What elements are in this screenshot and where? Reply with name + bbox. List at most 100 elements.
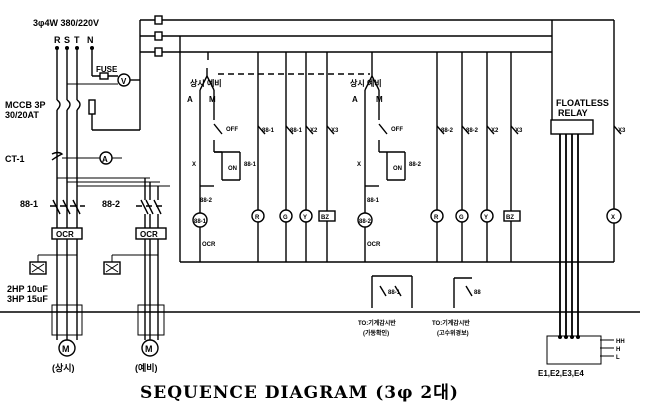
motor-2-cable bbox=[137, 255, 165, 340]
ct-label: CT-1 bbox=[5, 154, 25, 164]
remote-1-label-1: TO:기계감시반 bbox=[358, 319, 396, 327]
lamp-g-1: G bbox=[283, 215, 288, 221]
lamp-r-2-icon bbox=[430, 209, 444, 223]
ammeter-symbol: A bbox=[102, 155, 108, 164]
contact-d: X3 bbox=[331, 128, 339, 134]
ocr-contact-1: OCR bbox=[202, 242, 216, 248]
branch-bus bbox=[57, 177, 170, 200]
relay-x: X bbox=[611, 215, 615, 221]
ocr-2-label: OCR bbox=[140, 230, 158, 239]
lamp-y-1-icon bbox=[299, 209, 313, 223]
lamp-r-1-icon bbox=[251, 209, 265, 223]
contact-h: X3 bbox=[515, 128, 523, 134]
lamp-g-1-icon bbox=[279, 209, 293, 223]
remote-2-label-1: TO:기계감시반 bbox=[432, 319, 470, 327]
lamp-y-1: Y bbox=[303, 215, 307, 221]
on-contact-1: 88-1 bbox=[244, 162, 257, 168]
main-bus bbox=[55, 46, 94, 100]
fuse-label: FUSE bbox=[96, 65, 118, 74]
power-label: 3φ4W 380/220V bbox=[33, 18, 99, 28]
contact-c: X2 bbox=[310, 128, 318, 134]
relay-label-2: RELAY bbox=[558, 108, 588, 118]
remote-2-contact: 88 bbox=[474, 290, 481, 296]
aux-contacts-1 bbox=[257, 52, 335, 262]
selector-2-a: A bbox=[352, 95, 358, 104]
contact-f: 88-2 bbox=[466, 128, 479, 134]
fuse-symbol bbox=[67, 72, 118, 85]
lamp-r-1: R bbox=[255, 215, 260, 221]
selector-1-m: M bbox=[209, 95, 216, 104]
electrode-cables bbox=[559, 134, 579, 336]
capacitor-label-2: 3HP 15uF bbox=[7, 294, 48, 304]
coil-2-interlock: 88-1 bbox=[367, 198, 380, 204]
contactor-2-label: 88-2 bbox=[102, 199, 120, 209]
level-hh: HH bbox=[616, 339, 625, 345]
x-contact-1: X bbox=[192, 162, 196, 168]
contact-b: 88-1 bbox=[290, 128, 303, 134]
contact-e: 88-2 bbox=[441, 128, 454, 134]
level-h: H bbox=[616, 347, 620, 353]
phase-t: T bbox=[74, 35, 80, 45]
selector-2-label: 상시 예비 bbox=[350, 78, 382, 88]
ocr-1-label: OCR bbox=[56, 230, 74, 239]
mccb-label-1: MCCB 3P bbox=[5, 100, 46, 110]
motor-2-symbol: M bbox=[145, 344, 153, 354]
phase-s: S bbox=[64, 35, 70, 45]
on-label-2: ON bbox=[393, 166, 402, 172]
off-label-2: OFF bbox=[391, 127, 403, 133]
motor-2-icon bbox=[141, 339, 159, 357]
diagram-title: SEQUENCE DIAGRAM (3φ 2대) bbox=[140, 383, 459, 403]
lamp-r-2: R bbox=[434, 215, 439, 221]
phase-n: N bbox=[87, 35, 94, 45]
ocr-box-1 bbox=[51, 227, 83, 240]
buzzer-1-icon bbox=[318, 210, 336, 222]
off-label-1: OFF bbox=[226, 127, 238, 133]
contact-a: 88-1 bbox=[262, 128, 275, 134]
phase-r: R bbox=[54, 35, 61, 45]
control-branch-1 bbox=[199, 90, 241, 262]
coil-1-icon bbox=[192, 212, 208, 228]
contact-i: X3 bbox=[618, 128, 626, 134]
contactor-1 bbox=[50, 199, 85, 215]
buzzer-2-icon bbox=[503, 210, 521, 222]
lamp-g-2: G bbox=[459, 215, 464, 221]
relay-label-1: FLOATLESS bbox=[556, 98, 609, 108]
ocr-box-2 bbox=[135, 227, 167, 240]
motor-1-symbol: M bbox=[62, 344, 70, 354]
selector-1-label: 상시 예비 bbox=[190, 78, 222, 88]
motor-2-label: (예비) bbox=[135, 362, 158, 373]
mccb-label-2: 30/20AT bbox=[5, 110, 39, 120]
x-contact-2: X bbox=[357, 162, 361, 168]
coil-2-label: 88-2 bbox=[359, 219, 372, 225]
selector-1-a: A bbox=[187, 95, 193, 104]
aux-contacts-2 bbox=[436, 52, 519, 262]
lamp-y-2-icon bbox=[480, 209, 494, 223]
remote-1-label-2: (가동확인) bbox=[363, 329, 389, 337]
lamp-y-2: Y bbox=[484, 215, 488, 221]
contact-g: X2 bbox=[491, 128, 499, 134]
on-label-1: ON bbox=[228, 166, 237, 172]
level-l: L bbox=[616, 355, 620, 361]
contactor-1-label: 88-1 bbox=[20, 199, 38, 209]
ct-symbol bbox=[51, 151, 64, 161]
ocr-contact-2: OCR bbox=[367, 242, 381, 248]
motor-1-icon bbox=[58, 339, 76, 357]
control-feed-lines bbox=[139, 15, 553, 130]
selector-switch-1 bbox=[199, 52, 215, 91]
relay-x-icon bbox=[606, 208, 622, 224]
voltmeter-symbol: V bbox=[121, 77, 127, 86]
capacitor-label-1: 2HP 10uF bbox=[7, 284, 48, 294]
selector-switch-2 bbox=[364, 52, 380, 91]
on-contact-2: 88-2 bbox=[409, 162, 422, 168]
buzzer-1: BZ bbox=[321, 215, 329, 221]
coil-1-label: 88-1 bbox=[194, 219, 207, 225]
lamp-g-2-icon bbox=[455, 209, 469, 223]
floatless-relay-box bbox=[550, 119, 594, 135]
capacitor-1 bbox=[29, 254, 77, 275]
buzzer-2: BZ bbox=[506, 215, 514, 221]
coil-1-interlock: 88-2 bbox=[200, 198, 213, 204]
remote-2-label-2: (고수위경보) bbox=[437, 329, 469, 337]
remote-contact-1 bbox=[371, 275, 413, 308]
